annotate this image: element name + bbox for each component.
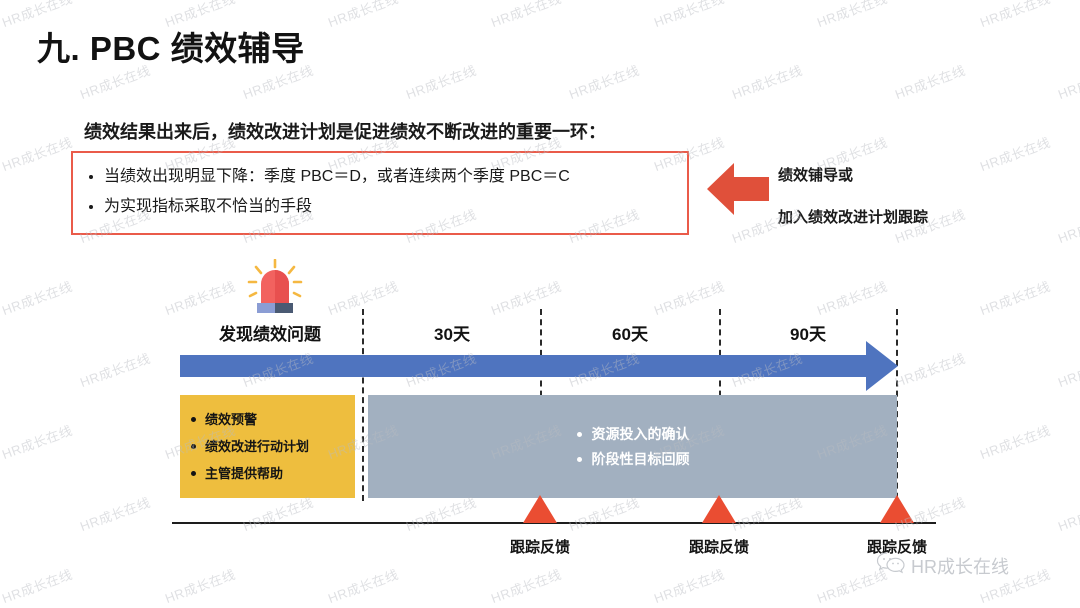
triangle-marker-icon xyxy=(702,495,736,523)
watermark-text: HR成长在线 xyxy=(978,134,1053,175)
subtitle-text: 绩效结果出来后，绩效改进计划是促进绩效不断改进的重要一环： xyxy=(84,122,606,142)
timeline-baseline xyxy=(172,522,936,524)
callout-line-2: 加入绩效改进计划跟踪 xyxy=(778,209,929,226)
watermark-text: HR成长在线 xyxy=(489,0,564,31)
callout-line-1: 绩效铺导或 xyxy=(778,167,854,184)
watermark-text: HR成长在线 xyxy=(78,350,153,391)
watermark-text: HR成长在线 xyxy=(0,566,75,607)
watermark-text: HR成长在线 xyxy=(1056,62,1080,103)
watermark-text: HR成长在线 xyxy=(978,278,1053,319)
milestone-label: 跟踪反馈 xyxy=(509,539,570,556)
timeline-phase-label: 30天 xyxy=(434,325,470,344)
watermark-text: HR成长在线 xyxy=(652,566,727,607)
actions-box: 绩效预警 绩效改进行动计划 主管提供帮助 xyxy=(180,395,355,498)
watermark-text: HR成长在线 xyxy=(326,566,401,607)
watermark-text: HR成长在线 xyxy=(1056,494,1080,535)
milestone-label: 跟踪反馈 xyxy=(688,539,749,556)
action-item: 主管提供帮助 xyxy=(190,460,355,487)
watermark-text: HR成长在线 xyxy=(163,278,238,319)
watermark-text: HR成长在线 xyxy=(893,62,968,103)
timeline-bar xyxy=(180,355,872,377)
triangle-marker-icon xyxy=(880,495,914,523)
watermark-text: HR成长在线 xyxy=(489,278,564,319)
left-arrow-icon xyxy=(707,160,769,218)
watermark-text: HR成长在线 xyxy=(78,494,153,535)
watermark-text: HR成长在线 xyxy=(489,566,564,607)
watermark-text: HR成长在线 xyxy=(1056,206,1080,247)
watermark-text: HR成长在线 xyxy=(567,62,642,103)
timeline-phase-label: 60天 xyxy=(612,325,648,344)
watermark-text: HR成长在线 xyxy=(652,278,727,319)
criteria-item: 为实现指标采取不恰当的手段 xyxy=(87,192,687,222)
timeline-phase-label: 90天 xyxy=(790,325,826,344)
watermark-text: HR成长在线 xyxy=(0,278,75,319)
watermark-text: HR成长在线 xyxy=(978,422,1053,463)
watermark-text: HR成长在线 xyxy=(1056,350,1080,391)
watermark-text: HR成长在线 xyxy=(652,0,727,31)
page-title: 九. PBC 绩效辅导 xyxy=(37,30,305,67)
action-item: 绩效改进行动计划 xyxy=(190,433,355,460)
review-item: 阶段性目标回顾 xyxy=(576,447,690,472)
watermark-text: HR成长在线 xyxy=(0,134,75,175)
criteria-box: 当绩效出现明显下降：季度 PBC＝D，或者连续两个季度 PBC＝C 为实现指标采… xyxy=(71,151,689,235)
brand-name: HR成长在线 xyxy=(911,556,1009,577)
review-item: 资源投入的确认 xyxy=(576,422,690,447)
watermark-text: HR成长在线 xyxy=(404,62,479,103)
watermark-text: HR成长在线 xyxy=(815,278,890,319)
watermark-text: HR成长在线 xyxy=(893,350,968,391)
triangle-marker-icon xyxy=(523,495,557,523)
watermark-text: HR成长在线 xyxy=(730,62,805,103)
timeline-trigger-label: 发现绩效问题 xyxy=(219,325,321,344)
phase-divider xyxy=(896,309,898,509)
watermark-text: HR成长在线 xyxy=(163,566,238,607)
watermark-text: HR成长在线 xyxy=(241,494,316,535)
watermark-text: HR成长在线 xyxy=(815,0,890,31)
watermark-text: HR成长在线 xyxy=(326,0,401,31)
watermark-text: HR成长在线 xyxy=(978,0,1053,31)
alarm-siren-icon xyxy=(236,258,314,317)
criteria-item: 当绩效出现明显下降：季度 PBC＝D，或者连续两个季度 PBC＝C xyxy=(87,162,687,192)
watermark-text: HR成长在线 xyxy=(404,494,479,535)
wechat-icon xyxy=(876,551,906,580)
phase-divider xyxy=(362,309,364,501)
milestone-label: 跟踪反馈 xyxy=(866,539,927,556)
action-item: 绩效预警 xyxy=(190,406,355,433)
review-box: 资源投入的确认 阶段性目标回顾 xyxy=(368,395,897,498)
watermark-text: HR成长在线 xyxy=(730,494,805,535)
right-arrow-icon xyxy=(866,341,898,391)
brand-watermark: HR成长在线 xyxy=(876,551,1009,580)
watermark-text: HR成长在线 xyxy=(567,494,642,535)
watermark-text: HR成长在线 xyxy=(0,422,75,463)
